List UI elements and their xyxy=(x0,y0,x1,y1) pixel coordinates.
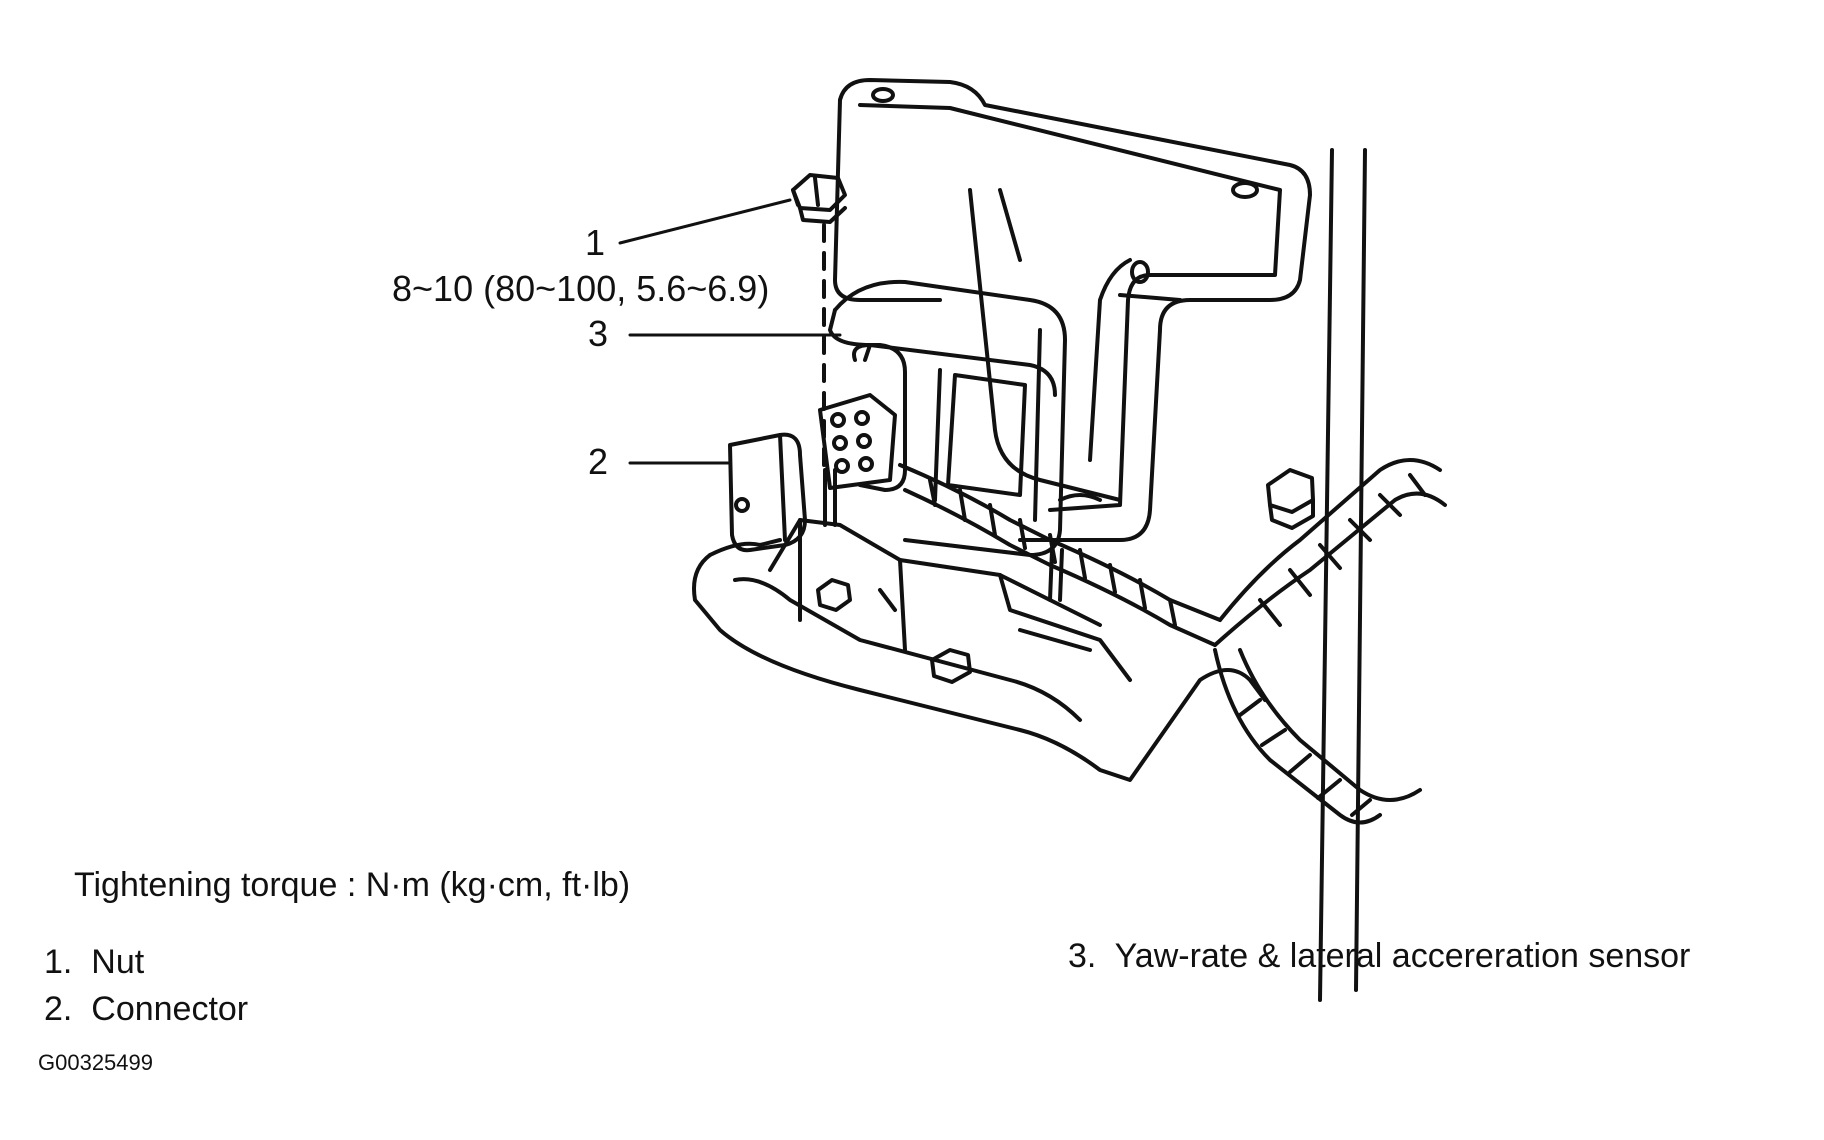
sensor-icon xyxy=(828,279,1067,557)
connector-icon xyxy=(728,343,907,553)
legend-item-1: 1. Nut xyxy=(44,943,144,982)
callout-1-number: 1 xyxy=(585,222,606,263)
mounting-bolts xyxy=(816,468,1315,684)
stud-bolts xyxy=(823,468,1064,602)
legend-item-number: 3. xyxy=(1068,937,1097,975)
torque-note: Tightening torque : N·m (kg·cm, ft·lb) xyxy=(74,866,631,904)
body-panel xyxy=(1318,148,1367,1002)
callout-1-torque-spec: 8~10 (80~100, 5.6~6.9) xyxy=(392,268,770,309)
bracket-icon xyxy=(833,78,1312,542)
legend-item-3: 3. Yaw-rate & lateral accereration senso… xyxy=(1068,937,1690,976)
figure-code: G00325499 xyxy=(38,1050,153,1075)
nut-icon xyxy=(791,173,847,224)
legend-item-label: Connector xyxy=(91,990,249,1028)
callout-3-number: 3 xyxy=(588,313,609,354)
legend-item-number: 1. xyxy=(44,943,73,981)
legend-item-number: 2. xyxy=(44,990,73,1028)
legend-item-2: 2. Connector xyxy=(44,990,248,1029)
wire-harness-icon xyxy=(898,458,1447,825)
callout-2-number: 2 xyxy=(588,441,609,482)
legend-item-label: Yaw-rate & lateral accereration sensor xyxy=(1114,937,1691,975)
legend-item-label: Nut xyxy=(91,943,145,981)
base-plate xyxy=(692,518,1267,782)
leader-lines xyxy=(618,198,842,465)
